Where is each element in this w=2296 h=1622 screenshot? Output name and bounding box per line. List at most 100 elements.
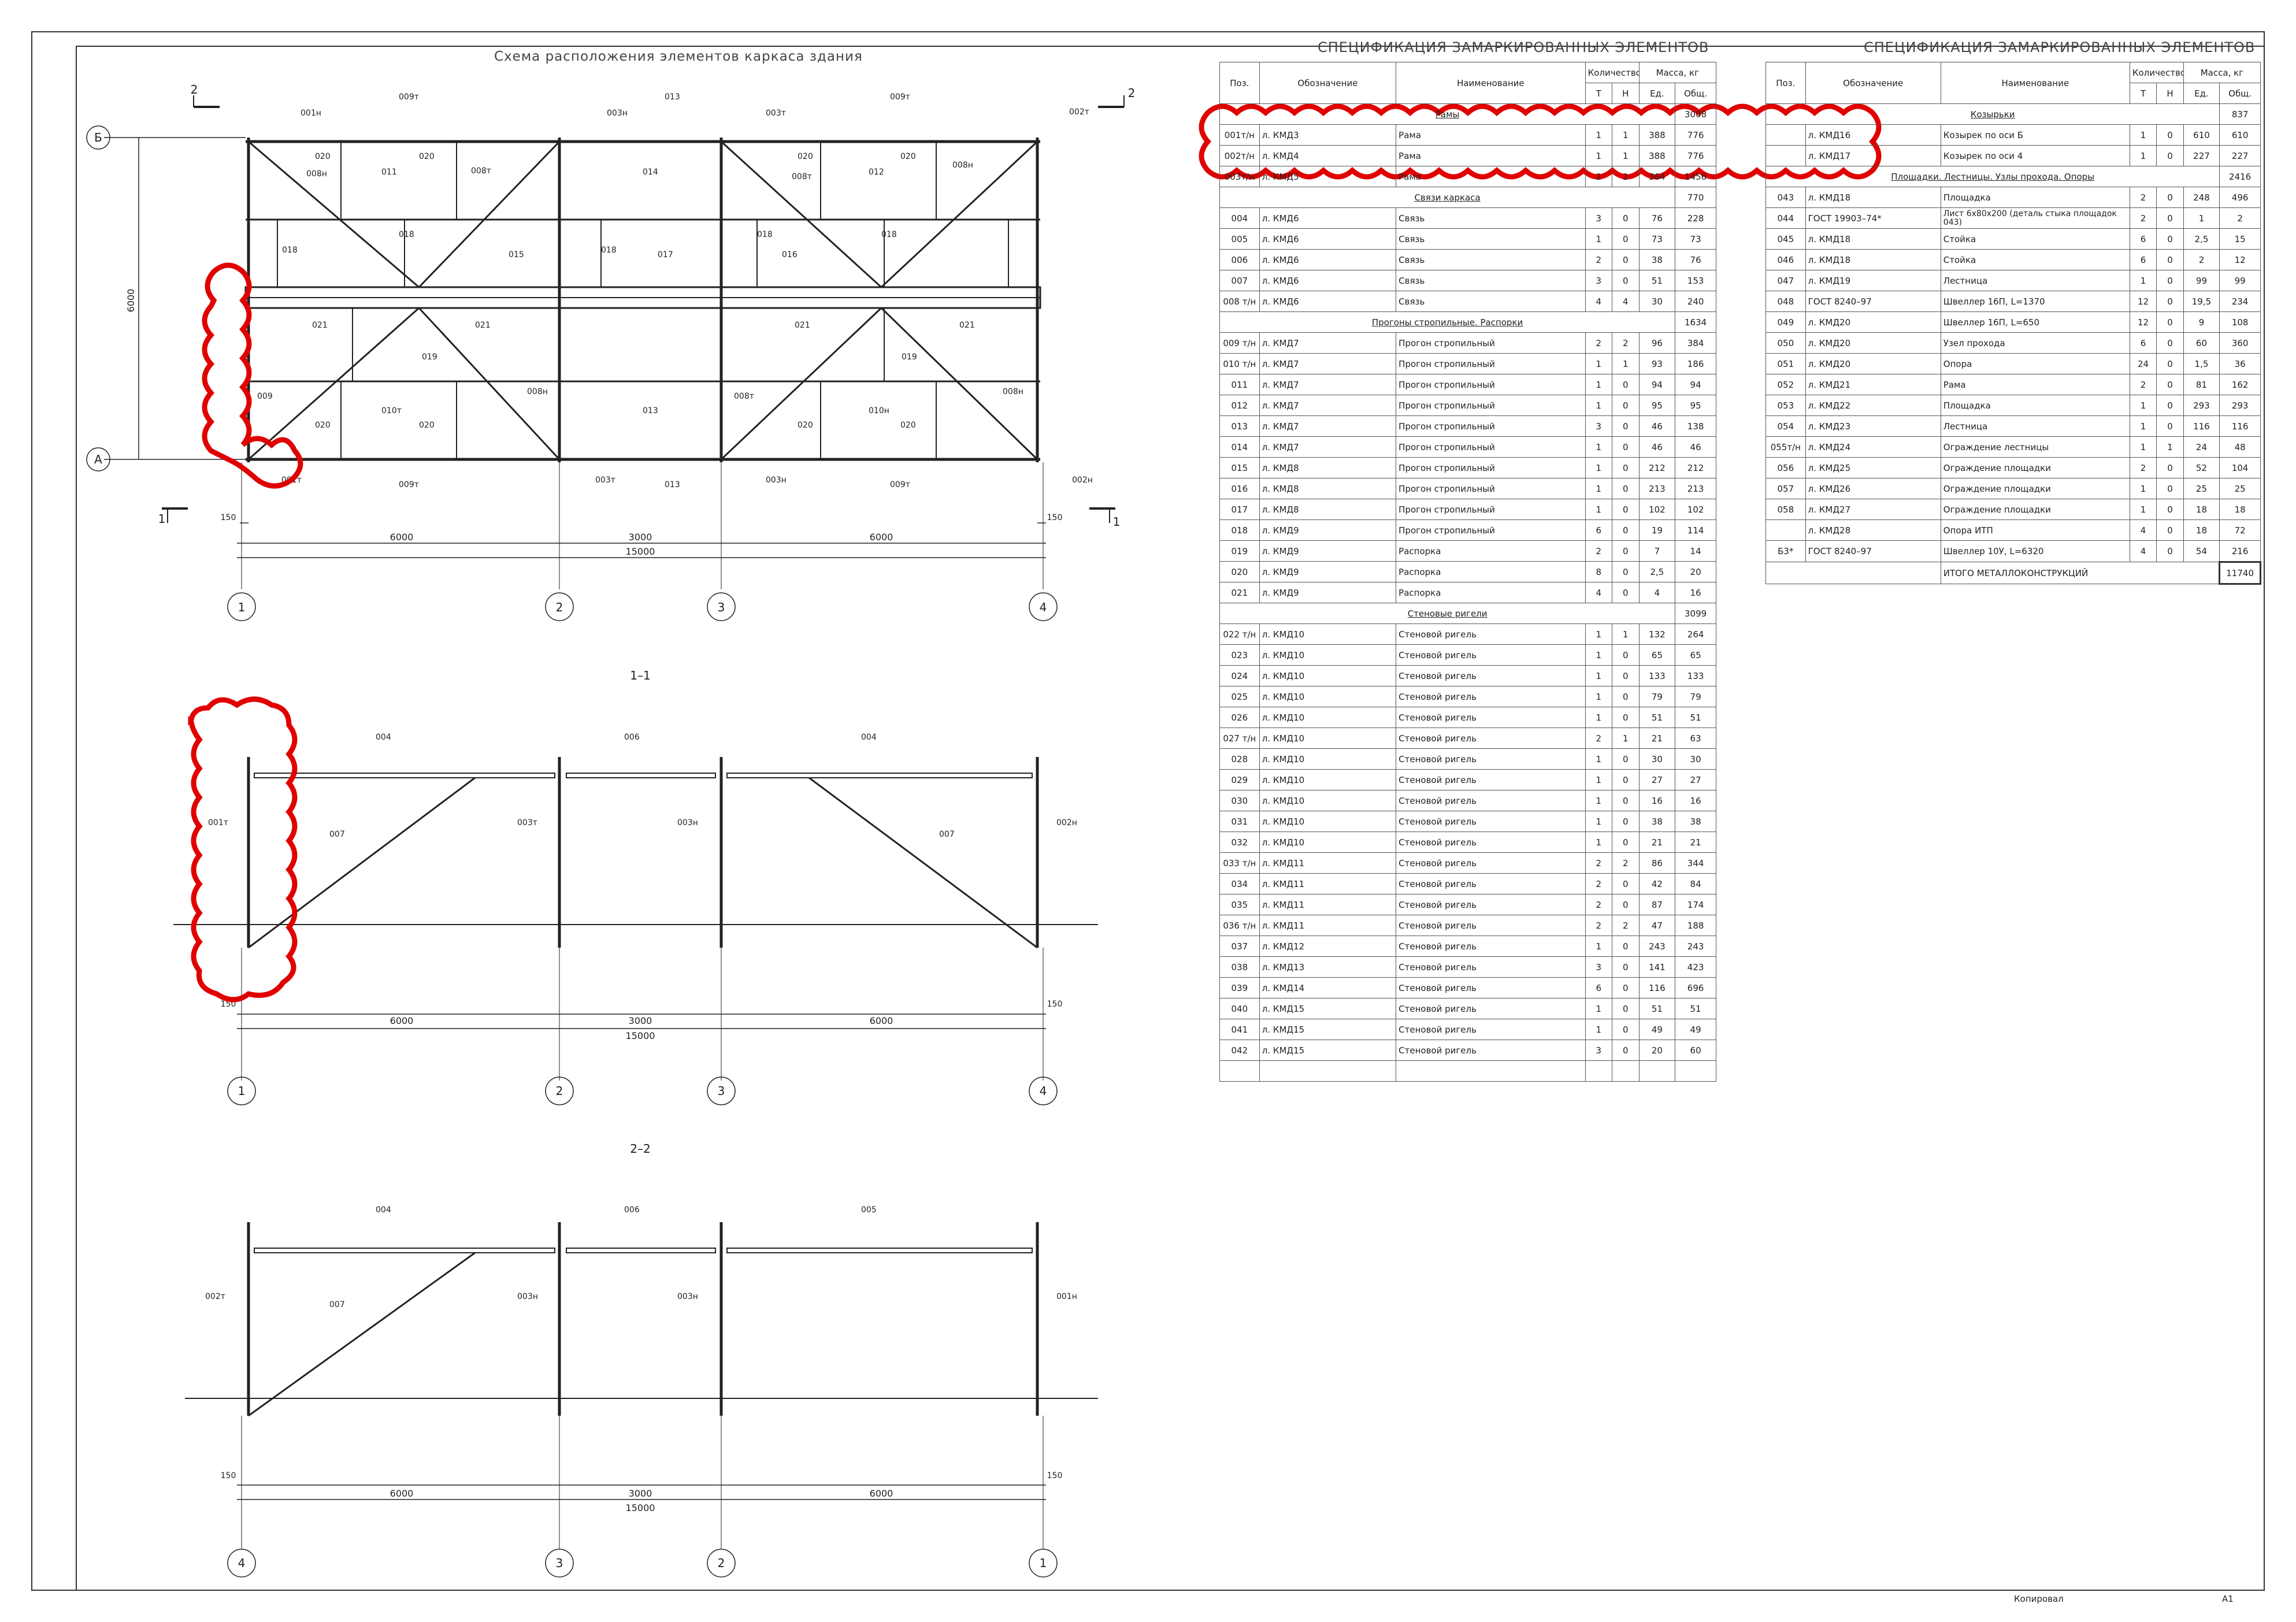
table-cell: 014 bbox=[1219, 436, 1260, 458]
col-ed: Ед. bbox=[2183, 83, 2220, 104]
table-cell: 96 bbox=[1638, 332, 1676, 354]
table-cell bbox=[1765, 519, 1806, 541]
table-cell: Прогон стропильный bbox=[1396, 395, 1586, 416]
table-cell: 1 bbox=[1585, 124, 1613, 146]
table-cell: 2 bbox=[2219, 207, 2261, 229]
col-ed: Ед. bbox=[1638, 83, 1676, 104]
table-cell: 0 bbox=[1612, 457, 1640, 478]
svg-text:3: 3 bbox=[556, 1556, 563, 1570]
table-cell: Стеновой ригель bbox=[1396, 1040, 1586, 1061]
table-cell: 65 bbox=[1638, 644, 1676, 666]
table-cell bbox=[1675, 1060, 1716, 1082]
table-cell: 776 bbox=[1675, 124, 1716, 146]
table-cell: 72 bbox=[2219, 519, 2261, 541]
col-oboz: Обозначение bbox=[1805, 62, 1941, 104]
table-cell: л. КМД10 bbox=[1259, 748, 1397, 770]
table-cell: 0 bbox=[2156, 374, 2184, 395]
table-cell: 045 bbox=[1765, 228, 1806, 250]
table-cell: л. КМД26 bbox=[1805, 478, 1941, 499]
table-cell: л. КМД15 bbox=[1259, 998, 1397, 1019]
svg-text:018: 018 bbox=[601, 246, 617, 255]
table-cell: 006 bbox=[1219, 249, 1260, 270]
table-cell: 18 bbox=[2183, 519, 2220, 541]
table-cell: л. КМД5 bbox=[1259, 166, 1397, 187]
table-cell: л. КМД21 bbox=[1805, 374, 1941, 395]
col-mass: Масса, кг bbox=[1638, 62, 1717, 83]
table-cell: Площадка bbox=[1940, 395, 2130, 416]
svg-text:018: 018 bbox=[399, 230, 414, 239]
table-cell: 1 bbox=[2129, 124, 2157, 146]
table-cell: 19,5 bbox=[2183, 291, 2220, 312]
svg-text:6000: 6000 bbox=[870, 1015, 893, 1026]
table-cell: 0 bbox=[2156, 415, 2184, 437]
spec-table-1: Поз. Обозначение Наименование Количество… bbox=[1219, 62, 1717, 1082]
table-cell: л. КМД18 bbox=[1805, 249, 1941, 270]
svg-text:6000: 6000 bbox=[390, 1488, 414, 1499]
table-cell: л. КМД6 bbox=[1259, 249, 1397, 270]
table-cell: 132 bbox=[1638, 623, 1676, 645]
table-cell: 016 bbox=[1219, 478, 1260, 499]
table-cell: Стеновой ригель bbox=[1396, 665, 1586, 686]
axis-number-2: 2 bbox=[556, 600, 563, 614]
table-cell: 013 bbox=[1219, 415, 1260, 437]
table-cell: л. КМД15 bbox=[1259, 1040, 1397, 1061]
table-cell: 1 bbox=[2129, 499, 2157, 520]
table-cell: 0 bbox=[1612, 499, 1640, 520]
table-cell: 0 bbox=[1612, 748, 1640, 770]
svg-text:021: 021 bbox=[475, 321, 491, 330]
table-cell: Стеновой ригель bbox=[1396, 728, 1586, 749]
table-cell: л. КМД10 bbox=[1259, 707, 1397, 728]
section-2-title: 2–2 bbox=[630, 1142, 650, 1156]
section1-labels: 004 006 004 001т 007 003т 003н 007 002н bbox=[208, 733, 1077, 839]
table-cell: 047 bbox=[1765, 270, 1806, 291]
table-cell: Лестница bbox=[1940, 270, 2130, 291]
table-cell: Стеновой ригель bbox=[1396, 623, 1586, 645]
svg-text:019: 019 bbox=[902, 352, 917, 362]
table-cell: 1 bbox=[1612, 623, 1640, 645]
cut-2-right: 2 bbox=[1128, 86, 1136, 100]
table-cell: 1 bbox=[2129, 415, 2157, 437]
plan-dim-left: 6000 bbox=[125, 289, 136, 313]
table-cell: 001т/н bbox=[1219, 124, 1260, 146]
table-cell: 0 bbox=[1612, 811, 1640, 832]
table-cell: 20 bbox=[1638, 1040, 1676, 1061]
table-cell: 51 bbox=[1675, 998, 1716, 1019]
svg-text:019: 019 bbox=[422, 352, 437, 362]
table-cell: 046 bbox=[1765, 249, 1806, 270]
table-cell: Распорка bbox=[1396, 540, 1586, 562]
table-cell: Связь bbox=[1396, 270, 1586, 291]
table-cell: Прогон стропильный bbox=[1396, 415, 1586, 437]
table-cell: 2,5 bbox=[2183, 228, 2220, 250]
table-cell: 1456 bbox=[1675, 166, 1716, 187]
table-cell: 0 bbox=[1612, 207, 1640, 229]
table-cell: л. КМД13 bbox=[1259, 956, 1397, 978]
table-cell: 0 bbox=[2156, 124, 2184, 146]
plan-labels-top: 001н 009т 003н 013 003т 009т 002т bbox=[301, 92, 1089, 118]
table-cell: 1 bbox=[2129, 145, 2157, 166]
table-cell: Швеллер 16П, L=650 bbox=[1940, 311, 2130, 333]
table-cell: 94 bbox=[1638, 374, 1676, 395]
table-cell: 610 bbox=[2183, 124, 2220, 146]
table-cell: 050 bbox=[1765, 332, 1806, 354]
svg-text:003т: 003т bbox=[517, 818, 537, 827]
table-cell: 243 bbox=[1675, 936, 1716, 957]
table-cell: л. КМД7 bbox=[1259, 353, 1397, 374]
col-t: Т bbox=[2129, 83, 2157, 104]
table-cell: Опора ИТП bbox=[1940, 519, 2130, 541]
svg-text:011: 011 bbox=[381, 168, 397, 177]
table-cell: 003т/н bbox=[1219, 166, 1260, 187]
col-pos: Поз. bbox=[1219, 62, 1260, 104]
table-cell: 0 bbox=[1612, 519, 1640, 541]
table-cell bbox=[1259, 1060, 1397, 1082]
table-cell: 4 bbox=[1585, 291, 1613, 312]
table-cell: 005 bbox=[1219, 228, 1260, 250]
table-cell: 2 bbox=[1585, 249, 1613, 270]
section-total: 2416 bbox=[2219, 166, 2261, 187]
